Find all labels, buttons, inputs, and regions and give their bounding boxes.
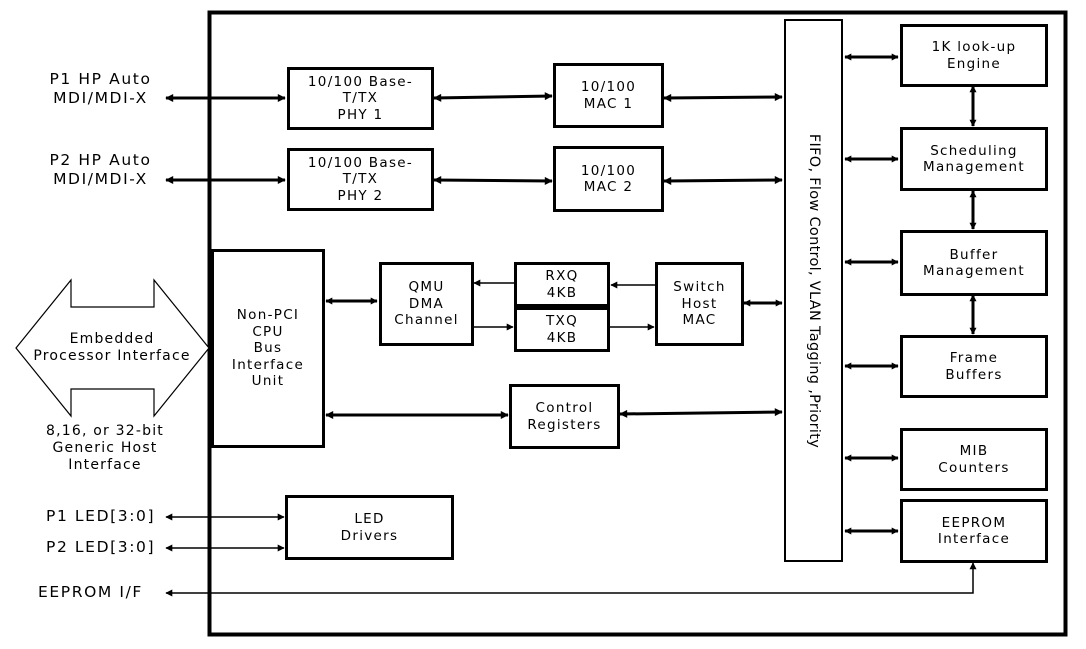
phy1-block: 10/100 Base- T/TX PHY 1 [287, 67, 434, 130]
embedded-interface-label: Embedded Processor Interface [33, 331, 191, 364]
phy2-block: 10/100 Base- T/TX PHY 2 [287, 148, 434, 211]
buffer-management-block: Buffer Management [900, 230, 1048, 296]
p1-led-label: P1 LED[3:0] [46, 507, 156, 525]
host-bus-label: 8,16, or 32-bit Generic Host Interface [46, 423, 164, 473]
mac2-block: 10/100 MAC 2 [553, 146, 664, 212]
fifo-flow-control-label: FIFO, Flow Control, VLAN Tagging ,Priori… [805, 133, 822, 448]
mac1-fifo-arrow [663, 93, 783, 102]
control-fifo-arrow [619, 408, 783, 418]
mac2-fifo-arrow [663, 176, 783, 185]
p2-led-label: P2 LED[3:0] [46, 538, 156, 556]
p1-port-label: P1 HP Auto MDI/MDI-X [49, 70, 152, 107]
control-registers-block: Control Registers [509, 384, 620, 449]
eeprom-if-label: EEPROM I/F [38, 583, 143, 601]
scheduling-management-block: Scheduling Management [900, 127, 1048, 191]
mac1-block: 10/100 MAC 1 [553, 63, 664, 128]
fifo-flow-control-block: FIFO, Flow Control, VLAN Tagging ,Priori… [784, 19, 843, 562]
eeprom-interface-block: EEPROM Interface [900, 499, 1048, 563]
nonpci-block: Non-PCI CPU Bus Interface Unit [211, 249, 325, 448]
chip-boundary [207, 10, 1068, 637]
frame-buffers-block: Frame Buffers [900, 335, 1048, 398]
rxq-block: RXQ 4KB [514, 262, 610, 307]
phy1-mac1-arrow [433, 92, 553, 102]
embedded-interface-arrow [15, 278, 210, 418]
led-drivers-block: LED Drivers [285, 495, 454, 560]
lookup-engine-block: 1K look-up Engine [900, 24, 1048, 87]
eeprom-if-arrow [165, 562, 977, 597]
phy2-mac2-arrow [433, 176, 553, 185]
p2-port-label: P2 HP Auto MDI/MDI-X [49, 151, 152, 188]
switch-host-mac-block: Switch Host MAC [655, 262, 744, 346]
mib-counters-block: MIB Counters [900, 428, 1048, 491]
qmu-block: QMU DMA Channel [379, 262, 474, 346]
txq-block: TXQ 4KB [514, 307, 610, 352]
